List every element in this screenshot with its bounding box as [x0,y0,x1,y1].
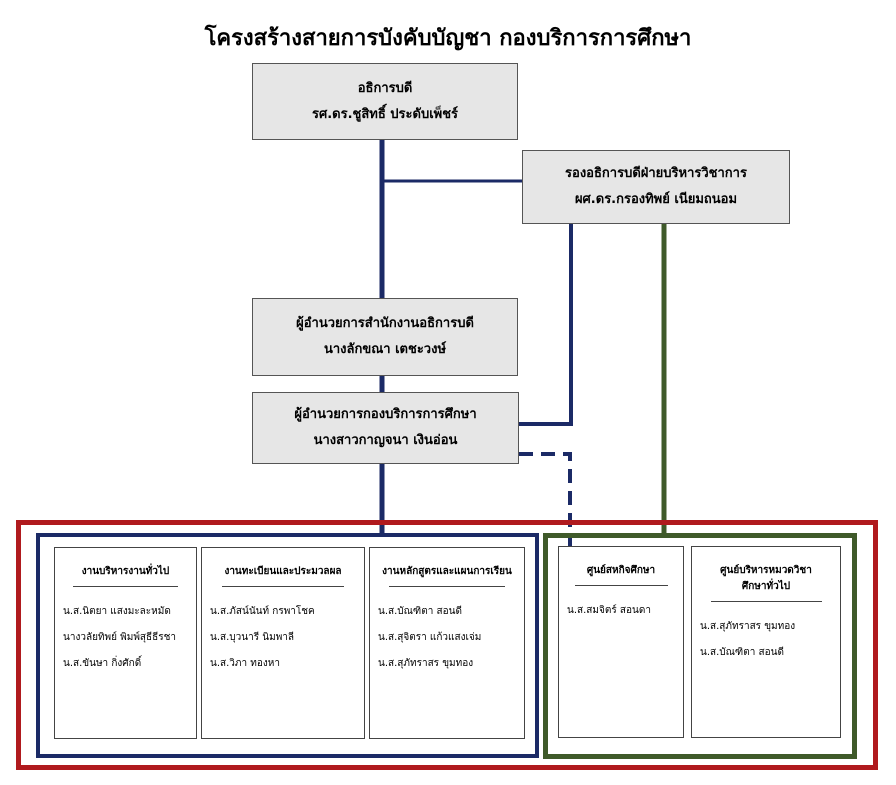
unit-member: น.ส.ขันษา กิ่งศักดิ์ [63,658,142,669]
unit-general-education: ศูนย์บริหารหมวดวิชา ศึกษาทั่วไป น.ส.สุภั… [691,546,841,738]
connector-dashed-division-green [519,452,572,546]
unit-member: น.ส.สมจิตร์ สอนดา [567,605,651,616]
vice-president-box: รองอธิการบดีฝ่ายบริหารวิชาการ ผศ.ดร.กรอง… [522,150,790,224]
chart-title: โครงสร้างสายการบังคับบัญชา กองบริการการศ… [204,26,692,51]
unit-title: งานหลักสูตรและแผนการเรียน [382,566,512,577]
unit-title: งานบริหารงานทั่วไป [81,566,170,577]
unit-member: น.ส.สุภัทราสร ขุมทอง [700,621,796,632]
president-box: อธิการบดี รศ.ดร.ชูสิทธิ์ ประดับเพ็ชร์ [252,63,518,140]
vice-president-role: รองอธิการบดีฝ่ายบริหารวิชาการ [565,166,747,181]
unit-title: ศูนย์บริหารหมวดวิชา ศึกษาทั่วไป [720,565,812,592]
connector-vp-division [519,224,573,426]
unit-general-admin: งานบริหารงานทั่วไป น.ส.นิตยา แสงมะละหมัด… [54,547,197,739]
president-role: อธิการบดี [357,80,413,96]
unit-curriculum: งานหลักสูตรและแผนการเรียน น.ส.บัณฑิตา สอ… [369,547,525,739]
unit-member: นางวลัยทิพย์ พิมพ์สุธีธีรชา [63,632,177,643]
unit-divider [710,601,822,602]
vice-president-name: ผศ.ดร.กรองทิพย์ เนียมถนอม [574,192,738,207]
office-director-role: ผู้อำนวยการสำนักงานอธิการบดี [296,316,474,331]
unit-member: น.ส.บุวนารี นิมพาลี [210,632,295,643]
unit-member: น.ส.สุภัทราสร ขุมทอง [378,658,474,669]
division-director-role: ผู้อำนวยการกองบริการการศึกษา [294,407,477,422]
unit-member: น.ส.วิภา ทองหา [210,658,280,669]
unit-member: น.ส.บัณฑิตา สอนดี [378,606,462,617]
unit-member: น.ส.สุจิตรา แก้วแสงเจ่ม [378,632,482,643]
unit-title: งานทะเบียนและประมวลผล [224,566,342,577]
division-director-box: ผู้อำนวยการกองบริการการศึกษา นางสาวกาญจน… [252,392,519,464]
unit-member: น.ส.บัณฑิตา สอนดี [700,647,784,658]
centers-frame [543,533,857,759]
office-director-name: นางลักขณา เตชะวงษ์ [323,342,447,357]
unit-member: น.ส.ภัสน์นันท์ กรพาโชค [210,606,315,617]
president-name: รศ.ดร.ชูสิทธิ์ ประดับเพ็ชร์ [311,106,459,122]
office-director-box: ผู้อำนวยการสำนักงานอธิการบดี นางลักขณา เ… [252,298,518,376]
unit-divider [72,586,179,587]
unit-divider [389,586,505,587]
division-director-name: นางสาวกาญจนา เงินอ่อน [313,433,458,448]
unit-divider [222,586,344,587]
unit-registration: งานทะเบียนและประมวลผล น.ส.ภัสน์นันท์ กรพ… [201,547,365,739]
unit-coop-education: ศูนย์สหกิจศึกษา น.ส.สมจิตร์ สอนดา [558,546,684,738]
unit-member: น.ส.นิตยา แสงมะละหมัด [63,606,171,617]
academic-services-frame [36,533,539,758]
outer-red-frame [16,520,878,770]
unit-title: ศูนย์สหกิจศึกษา [586,565,656,576]
unit-divider [574,585,668,586]
